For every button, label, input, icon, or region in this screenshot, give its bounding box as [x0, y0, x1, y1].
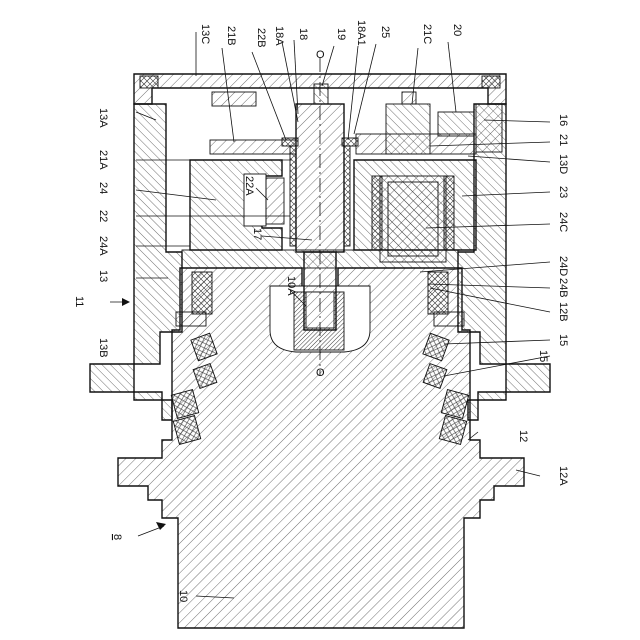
label-21: 21: [557, 134, 569, 146]
label-15-a: 15: [557, 334, 569, 346]
label-21C: 21C: [421, 24, 433, 44]
label-22A: 22A: [243, 176, 255, 196]
label-13C: 13C: [199, 24, 211, 44]
label-24D: 24D: [557, 256, 569, 276]
label-13: 13: [97, 270, 109, 282]
gear-right: [354, 160, 476, 262]
label-17: 17: [251, 228, 263, 240]
label-18: 18: [297, 28, 309, 40]
label-24B: 24B: [557, 278, 569, 298]
label-22B: 22B: [255, 28, 267, 48]
label-11: 11: [73, 296, 85, 307]
label-18A1: 18A1: [355, 20, 367, 46]
label-10A: 10A: [285, 276, 297, 296]
label-24A: 24A: [97, 236, 109, 256]
label-12B: 12B: [557, 302, 569, 322]
label-13A: 13A: [97, 108, 109, 128]
label-24C: 24C: [557, 212, 569, 232]
label-15-b: 15: [537, 350, 549, 362]
label-10: 10: [177, 590, 189, 602]
label-18A: 18A: [273, 26, 285, 46]
label-21B: 21B: [225, 26, 237, 46]
label-19: 19: [335, 28, 347, 40]
label-21A: 21A: [97, 150, 109, 170]
label-12: 12: [517, 430, 529, 442]
label-23: 23: [557, 186, 569, 198]
axis-marker-bottom: O: [316, 367, 325, 379]
label-24: 24: [97, 182, 109, 194]
label-20: 20: [451, 24, 463, 36]
label-13B: 13B: [97, 338, 109, 358]
label-13D: 13D: [557, 154, 569, 174]
label-8: 8: [111, 534, 123, 540]
label-16: 16: [557, 114, 569, 126]
arrow-11: [122, 298, 130, 306]
label-22: 22: [97, 210, 109, 222]
label-25: 25: [379, 26, 391, 38]
label-12A: 12A: [557, 466, 569, 486]
axis-marker-top: O: [316, 49, 325, 61]
